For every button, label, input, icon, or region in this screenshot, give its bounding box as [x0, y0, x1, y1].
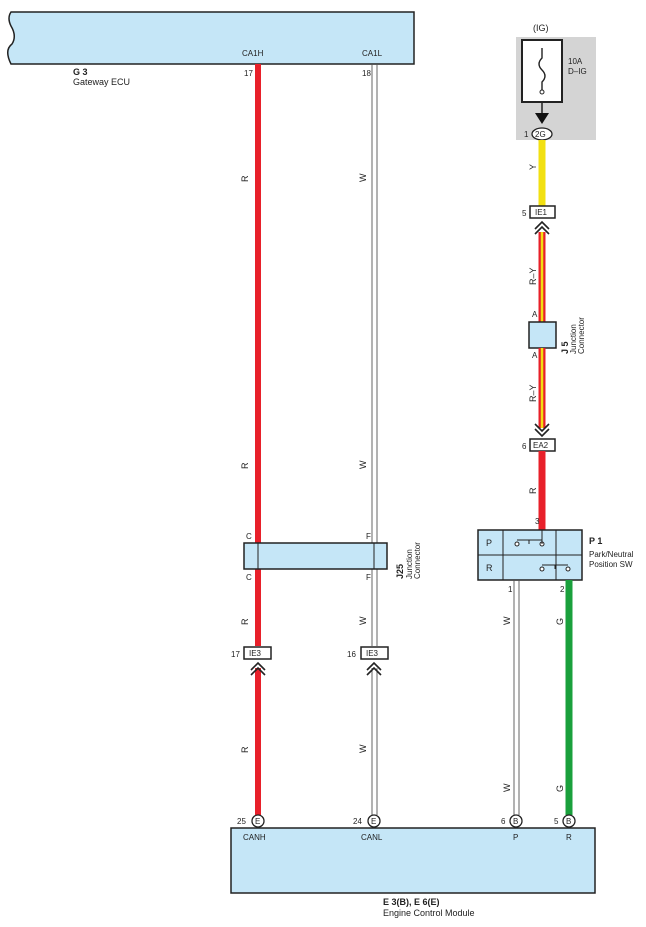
ecm-conn-e-2: E	[371, 817, 376, 826]
p1-code: P 1	[589, 536, 602, 546]
wire-label-w-4: W	[358, 744, 368, 753]
gateway-ecu-name: Gateway ECU	[73, 77, 130, 87]
j25-pin-f-top: F	[366, 532, 371, 541]
arrow-down-icon	[535, 113, 549, 124]
engine-control-module: CANH CANL P R E 3(B), E 6(E) Engine Cont…	[230, 827, 596, 918]
fuse-rating: 10A	[568, 57, 583, 66]
j25-pin-c-bottom: C	[246, 573, 252, 582]
wire-label-y: Y	[528, 164, 538, 170]
connector-pin-6: 6	[522, 442, 527, 451]
j25-name-2: Connector	[413, 542, 422, 579]
gateway-pin-name-ca1h: CA1H	[242, 49, 264, 58]
wire-label-w-p2: W	[502, 783, 512, 792]
p1-pin-1: 1	[508, 585, 513, 594]
j5-name-1: Junction	[569, 324, 578, 354]
connector-id-ie3-middle: IE3	[366, 649, 379, 658]
wire-label-r-3: R	[240, 618, 250, 625]
gateway-ecu: CA1H CA1L 17 18 G 3 Gateway ECU	[7, 11, 415, 87]
ecm-conn-b-1: B	[513, 817, 518, 826]
gateway-ecu-code: G 3	[73, 67, 88, 77]
connector-pin-5: 5	[522, 209, 527, 218]
fuse-icon	[538, 48, 546, 92]
wire-label-w-2: W	[358, 460, 368, 469]
ecm-pin-name-r: R	[566, 833, 572, 842]
j5-name-2: Connector	[577, 317, 586, 354]
j25-code: J25	[395, 564, 405, 579]
connector-id-ie1: IE1	[535, 208, 548, 217]
wire-label-r-1: R	[240, 175, 250, 182]
wire-label-w-3: W	[358, 616, 368, 625]
wire-canl	[371, 64, 378, 815]
wire-label-g-1: G	[555, 618, 565, 625]
connector-ie3-left: 17 IE3	[231, 646, 272, 676]
wire-p-white	[513, 580, 520, 815]
switch-p1: 3 P R P 1 Park/Neutral Position SW 1 2	[477, 517, 634, 594]
j5-pin-bottom: A	[532, 351, 538, 360]
fuse-block: (IG) 10A D–IG 1 2G	[516, 23, 596, 141]
ecm-pin-name-p: P	[513, 833, 518, 842]
connector-pin-17: 17	[231, 650, 240, 659]
p1-row-p: P	[486, 538, 492, 548]
connector-id-2g: 2G	[535, 130, 546, 139]
p1-pin-3: 3	[535, 517, 540, 526]
wire-label-ry-1: R–Y	[528, 267, 538, 285]
connector-pin-16: 16	[347, 650, 356, 659]
p1-name-2: Position SW	[589, 560, 633, 569]
wire-label-r-2: R	[240, 462, 250, 469]
j5-code: J 5	[560, 341, 570, 354]
ecm-pin-name-canl: CANL	[361, 833, 383, 842]
gateway-ecu-box	[7, 11, 415, 65]
connector-ea2: 6 EA2	[522, 423, 556, 452]
j25-pin-c-top: C	[246, 532, 252, 541]
junction-j25: C F C F J25 Junction Connector	[243, 532, 422, 582]
wire-label-r-4: R	[240, 746, 250, 753]
wire-label-ry-2: R–Y	[528, 384, 538, 402]
j5-pin-top: A	[532, 310, 538, 319]
ecm-code: E 3(B), E 6(E)	[383, 897, 440, 907]
wire-label-r-right: R	[528, 487, 538, 494]
ecm-pin-num-24: 24	[353, 817, 362, 826]
wire-label-w-p1: W	[502, 616, 512, 625]
connector-id-ie3-left: IE3	[249, 649, 262, 658]
ecm-pin-num-25: 25	[237, 817, 246, 826]
gateway-pin-num-17: 17	[244, 69, 253, 78]
j25-name-1: Junction	[405, 549, 414, 579]
wire-label-w-1: W	[358, 173, 368, 182]
connector-ie3-middle: 16 IE3	[347, 646, 389, 676]
ecm-conn-e-1: E	[255, 817, 260, 826]
junction-j5: A A J 5 Junction Connector	[528, 310, 586, 360]
j25-pin-f-bottom: F	[366, 573, 371, 582]
ecm-conn-b-2: B	[566, 817, 571, 826]
connector-id-ea2: EA2	[533, 441, 549, 450]
ecm-name: Engine Control Module	[383, 908, 475, 918]
p1-pin-2: 2	[560, 585, 565, 594]
p1-name-1: Park/Neutral	[589, 550, 634, 559]
ecm-pin-name-canh: CANH	[243, 833, 266, 842]
fuse-name: D–IG	[568, 67, 587, 76]
connector-pin-1: 1	[524, 130, 529, 139]
connector-ie1: 5 IE1	[522, 205, 556, 235]
gateway-pin-num-18: 18	[362, 69, 371, 78]
fuse-supply: (IG)	[533, 23, 549, 33]
gateway-pin-name-ca1l: CA1L	[362, 49, 383, 58]
ecm-pin-num-6: 6	[501, 817, 506, 826]
p1-row-r: R	[486, 563, 493, 573]
ecm-terminals: 25 E 24 E 6 B 5 B	[237, 814, 576, 828]
wire-label-g-2: G	[555, 785, 565, 792]
ecm-pin-num-5: 5	[554, 817, 559, 826]
